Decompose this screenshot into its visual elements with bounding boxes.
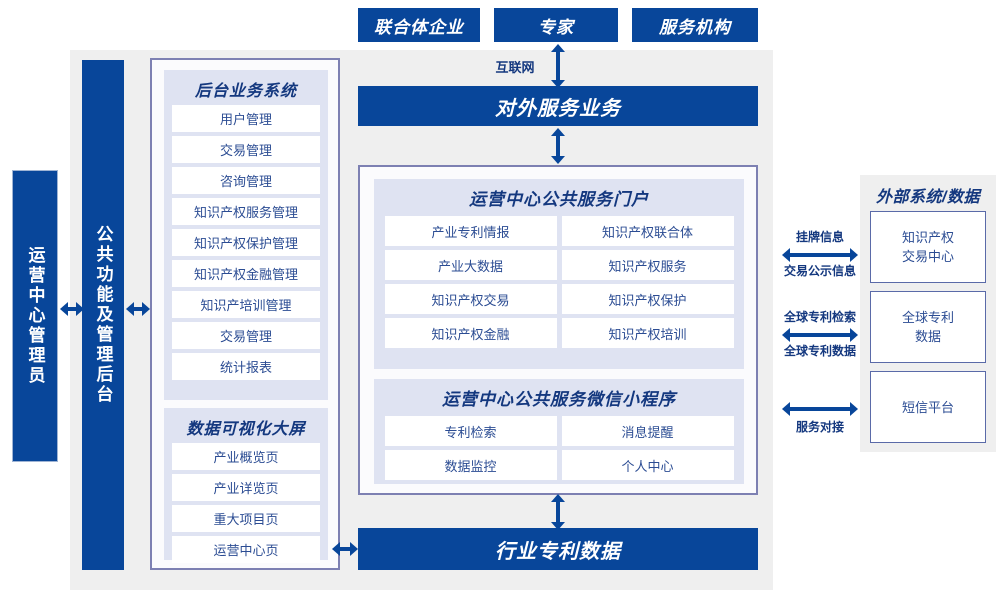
connector-platform-to-backoffice-arrow bbox=[126, 302, 150, 316]
connector-portal-to-industry-data-arrow bbox=[551, 494, 565, 530]
external-system-box[interactable]: 全球专利 数据 bbox=[870, 291, 986, 363]
portal-item[interactable]: 知识产权服务 bbox=[561, 250, 734, 280]
portal-item[interactable]: 知识产权金融 bbox=[384, 318, 557, 348]
connector-ext1-top-label: 全球专利检索 bbox=[783, 310, 856, 324]
role-box-union-enterprise[interactable]: 联合体企业 bbox=[358, 8, 480, 42]
external-service-business-bar[interactable]: 对外服务业务 bbox=[358, 86, 758, 126]
data-visualization-group: 数据可视化大屏 产业概览页 产业详览页 重大项目页 运营中心页 bbox=[164, 408, 328, 563]
external-system-box[interactable]: 知识产权 交易中心 bbox=[870, 211, 986, 283]
external-system-label: 知识产权 交易中心 bbox=[901, 230, 954, 264]
bigscreen-group-title: 数据可视化大屏 bbox=[186, 421, 306, 438]
miniapp-item[interactable]: 个人中心 bbox=[561, 450, 734, 480]
external-systems-panel: 外部系统/数据 知识产权 交易中心 全球专利 数据 短信平台 bbox=[860, 175, 996, 452]
external-system-label: 全球专利 数据 bbox=[901, 310, 954, 344]
backoffice-system-group: 后台业务系统 用户管理 交易管理 咨询管理 知识产权服务管理 知识产权保护管理 … bbox=[164, 70, 328, 400]
external-system-label: 短信平台 bbox=[901, 399, 954, 415]
portal-item[interactable]: 知识产权交易 bbox=[384, 284, 557, 314]
miniapp-group-title: 运营中心公共服务微信小程序 bbox=[442, 390, 676, 409]
bigscreen-item[interactable]: 产业概览页 bbox=[172, 443, 320, 470]
admin-column[interactable]: 运营中心管理员 bbox=[12, 170, 58, 462]
backoffice-item[interactable]: 咨询管理 bbox=[172, 167, 320, 194]
portal-item[interactable]: 产业大数据 bbox=[384, 250, 557, 280]
connector-ext1-arrow bbox=[782, 328, 858, 342]
connector-backoffice-to-industry-data-arrow bbox=[332, 542, 358, 556]
bigscreen-item[interactable]: 产业详览页 bbox=[172, 474, 320, 501]
portal-group-title: 运营中心公共服务门户 bbox=[469, 190, 649, 209]
connector-ext0-bottom-label: 交易公示信息 bbox=[783, 264, 856, 278]
backoffice-item[interactable]: 用户管理 bbox=[172, 105, 320, 132]
backoffice-item[interactable]: 统计报表 bbox=[172, 353, 320, 380]
connector-ext2-arrow bbox=[782, 402, 858, 416]
backoffice-item[interactable]: 知识产培训管理 bbox=[172, 291, 320, 318]
platform-backend-column[interactable]: 公共功能及管理后台 bbox=[82, 60, 124, 570]
backoffice-panel: 后台业务系统 用户管理 交易管理 咨询管理 知识产权服务管理 知识产权保护管理 … bbox=[150, 58, 340, 570]
external-system-box[interactable]: 短信平台 bbox=[870, 371, 986, 443]
bigscreen-item[interactable]: 重大项目页 bbox=[172, 505, 320, 532]
wechat-miniprogram-group: 运营中心公共服务微信小程序 专利检索 消息提醒 数据监控 个人中心 bbox=[374, 379, 744, 484]
backoffice-item[interactable]: 知识产权服务管理 bbox=[172, 198, 320, 225]
role-box-service-agency[interactable]: 服务机构 bbox=[632, 8, 758, 42]
connector-admin-to-platform-arrow bbox=[60, 302, 84, 316]
portal-item[interactable]: 知识产权培训 bbox=[561, 318, 734, 348]
connector-ext2-bottom-label: 服务对接 bbox=[795, 420, 844, 434]
portal-panel: 运营中心公共服务门户 产业专利情报 知识产权联合体 产业大数据 知识产权服务 知… bbox=[358, 165, 758, 495]
industry-patent-data-bar[interactable]: 行业专利数据 bbox=[358, 528, 758, 570]
external-systems-title: 外部系统/数据 bbox=[876, 189, 980, 206]
connector-ext1-bottom-label: 全球专利数据 bbox=[783, 344, 856, 358]
bigscreen-item[interactable]: 运营中心页 bbox=[172, 536, 320, 563]
portal-item[interactable]: 产业专利情报 bbox=[384, 216, 557, 246]
backoffice-item[interactable]: 交易管理 bbox=[172, 322, 320, 349]
backoffice-item[interactable]: 知识产权保护管理 bbox=[172, 229, 320, 256]
miniapp-item[interactable]: 数据监控 bbox=[384, 450, 557, 480]
connector-service-to-portal-arrow bbox=[551, 128, 565, 164]
connector-internet-label: 互联网 bbox=[495, 60, 535, 75]
portal-item[interactable]: 知识产权联合体 bbox=[561, 216, 734, 246]
connector-ext0-top-label: 挂牌信息 bbox=[795, 230, 844, 244]
portal-item[interactable]: 知识产权保护 bbox=[561, 284, 734, 314]
miniapp-item[interactable]: 消息提醒 bbox=[561, 416, 734, 446]
backoffice-group-title: 后台业务系统 bbox=[194, 83, 297, 100]
backoffice-item[interactable]: 知识产权金融管理 bbox=[172, 260, 320, 287]
connector-ext0-arrow bbox=[782, 248, 858, 262]
role-box-expert[interactable]: 专家 bbox=[494, 8, 618, 42]
connector-internet-arrow bbox=[551, 44, 565, 88]
backoffice-item[interactable]: 交易管理 bbox=[172, 136, 320, 163]
miniapp-item[interactable]: 专利检索 bbox=[384, 416, 557, 446]
public-service-portal-group: 运营中心公共服务门户 产业专利情报 知识产权联合体 产业大数据 知识产权服务 知… bbox=[374, 179, 744, 369]
